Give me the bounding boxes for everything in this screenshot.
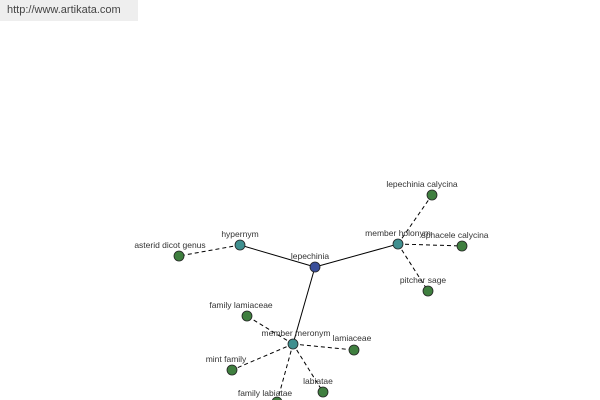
term-label-family-lamiaceae[interactable]: family lamiaceae — [209, 300, 273, 310]
term-node-labiatae[interactable] — [317, 386, 329, 398]
graph-nodes — [173, 189, 468, 400]
edge-center-member-holonym — [314, 243, 399, 268]
edge-family-lamiaceae — [246, 315, 294, 345]
edge-lamiaceae — [292, 343, 355, 351]
term-node-family-labiatae[interactable] — [271, 396, 283, 400]
relation-node-member-meronym[interactable] — [287, 338, 299, 350]
edge-pitcher-sage — [397, 243, 429, 292]
term-label-lepechinia-calycina[interactable]: lepechinia calycina — [386, 179, 458, 189]
term-node-lamiaceae[interactable] — [348, 344, 360, 356]
graph-labels: lepechinia hypernym member holonym member m… — [134, 179, 488, 398]
term-label-family-labiatae[interactable]: family labiatae — [238, 388, 293, 398]
term-label-labiatae[interactable]: labiatae — [303, 376, 333, 386]
term-label-asterid-dicot-genus[interactable]: asterid dicot genus — [134, 240, 205, 250]
edge-labiatae — [292, 343, 324, 393]
source-link[interactable]: http://www.artikata.com — [0, 0, 138, 21]
center-node-lepechinia[interactable] — [309, 261, 321, 273]
edge-asterid-dicot-genus — [178, 244, 241, 257]
term-node-asterid-dicot-genus[interactable] — [173, 250, 185, 262]
term-label-lamiaceae[interactable]: lamiaceae — [333, 333, 372, 343]
relation-label-member-holonym[interactable]: member holonym — [365, 228, 431, 238]
term-node-mint-family[interactable] — [226, 364, 238, 376]
term-label-pitcher-sage[interactable]: pitcher sage — [400, 275, 447, 285]
relation-label-hypernym[interactable]: hypernym — [221, 229, 258, 239]
edge-family-labiatae — [277, 343, 294, 400]
term-node-pitcher-sage[interactable] — [422, 285, 434, 297]
relation-node-hypernym[interactable] — [234, 239, 246, 251]
term-node-family-lamiaceae[interactable] — [241, 310, 253, 322]
relation-label-member-meronym[interactable]: member meronym — [262, 328, 331, 338]
edge-center-hypernym — [239, 244, 316, 268]
term-label-mint-family[interactable]: mint family — [206, 354, 247, 364]
term-node-lepechinia-calycina[interactable] — [426, 189, 438, 201]
term-node-sphacele-calycina[interactable] — [456, 240, 468, 252]
edge-lepechinia-calycina — [397, 194, 433, 245]
edge-sphacele-calycina — [397, 243, 463, 247]
graph-edges — [178, 194, 463, 400]
term-label-sphacele-calycina[interactable]: sphacele calycina — [421, 230, 488, 240]
relation-node-member-holonym[interactable] — [392, 238, 404, 250]
center-label-lepechinia[interactable]: lepechinia — [291, 251, 330, 261]
edge-center-member-meronym — [292, 266, 316, 345]
